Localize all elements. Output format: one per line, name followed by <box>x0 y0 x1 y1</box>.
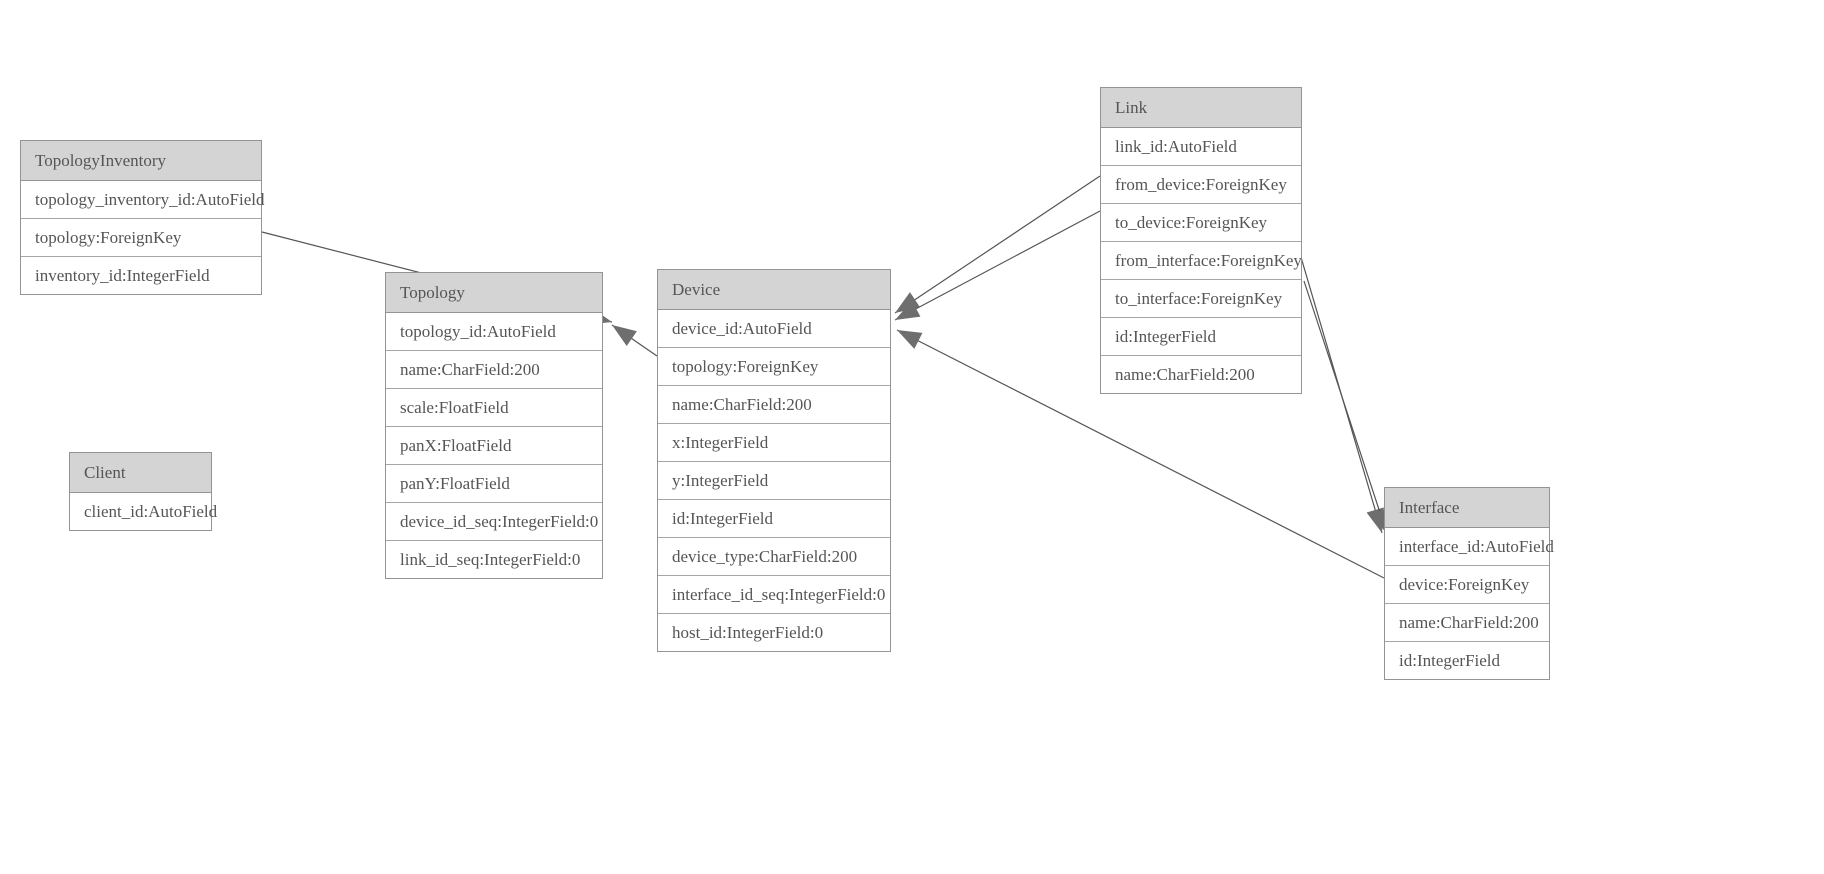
entity-field-row[interactable]: name:CharField:200 <box>658 386 890 424</box>
entity-field-row[interactable]: panX:FloatField <box>386 427 602 465</box>
entity-title-client: Client <box>70 453 211 493</box>
entity-field-row[interactable]: scale:FloatField <box>386 389 602 427</box>
relationship-line <box>894 175 1101 314</box>
relationship-line <box>1297 246 1383 534</box>
relationship-link-from-interface-to-interface <box>1297 246 1384 534</box>
entity-field-row[interactable]: x:IntegerField <box>658 424 890 462</box>
entity-field-row[interactable]: interface_id:AutoField <box>1385 528 1554 566</box>
relationship-arrowhead <box>612 325 637 347</box>
entity-title-topology: Topology <box>386 273 602 313</box>
relationship-arrowhead <box>897 330 923 349</box>
entity-field-row[interactable]: from_device:ForeignKey <box>1101 166 1301 204</box>
entity-field-row[interactable]: to_interface:ForeignKey <box>1101 280 1301 318</box>
entity-field-row[interactable]: from_interface:ForeignKey <box>1101 242 1302 280</box>
entity-field-row[interactable]: link_id_seq:IntegerField:0 <box>400 550 581 569</box>
relationship-arrowhead <box>895 300 921 320</box>
entity-field-row[interactable]: link_id:AutoField <box>1101 128 1301 166</box>
entity-field-row[interactable]: id:IntegerField <box>1399 651 1501 670</box>
entity-field-row[interactable]: id:IntegerField <box>658 500 890 538</box>
relationship-device-to-topology <box>611 324 658 357</box>
entity-field-row[interactable]: device_id_seq:IntegerField:0 <box>386 503 602 541</box>
entity-title-topologyinventory: TopologyInventory <box>21 141 261 181</box>
entity-field-row[interactable]: panY:FloatField <box>386 465 602 503</box>
relationship-link-from-device-to-device <box>894 175 1101 314</box>
relationship-line <box>894 210 1101 321</box>
entity-field-row[interactable]: topology:ForeignKey <box>21 219 261 257</box>
relationship-link-to-device-to-device <box>894 210 1101 321</box>
entity-field-row[interactable]: device_id:AutoField <box>658 310 890 348</box>
entity-title-link: Link <box>1101 88 1301 128</box>
relationship-arrowhead <box>895 292 920 313</box>
entity-field-row[interactable]: client_id:AutoField <box>84 502 218 521</box>
entity-field-row[interactable]: host_id:IntegerField:0 <box>672 623 824 642</box>
entity-field-row[interactable]: device_type:CharField:200 <box>658 538 890 576</box>
entity-field-row[interactable]: id:IntegerField <box>1101 318 1301 356</box>
relationship-line <box>1303 280 1388 535</box>
entity-title-interface: Interface <box>1385 488 1549 528</box>
relationship-link-to-interface-to-interface <box>1303 280 1389 535</box>
entity-field-row[interactable]: device:ForeignKey <box>1385 566 1549 604</box>
relationship-line <box>611 324 658 357</box>
entity-title-device: Device <box>658 270 890 310</box>
entity-field-row[interactable]: interface_id_seq:IntegerField:0 <box>658 576 890 614</box>
entity-field-row[interactable]: y:IntegerField <box>658 462 890 500</box>
entity-field-row[interactable]: topology_inventory_id:AutoField <box>21 181 265 219</box>
entity-field-row[interactable]: to_device:ForeignKey <box>1101 204 1301 242</box>
entity-field-row[interactable]: name:CharField:200 <box>386 351 602 389</box>
entity-field-row[interactable]: name:CharField:200 <box>1115 365 1255 384</box>
entity-field-row[interactable]: topology_id:AutoField <box>386 313 602 351</box>
entity-field-row[interactable]: inventory_id:IntegerField <box>35 266 210 285</box>
entity-client[interactable]: Client client_id:AutoField <box>69 452 218 531</box>
entity-field-row[interactable]: topology:ForeignKey <box>658 348 890 386</box>
entity-field-row[interactable]: name:CharField:200 <box>1385 604 1549 642</box>
